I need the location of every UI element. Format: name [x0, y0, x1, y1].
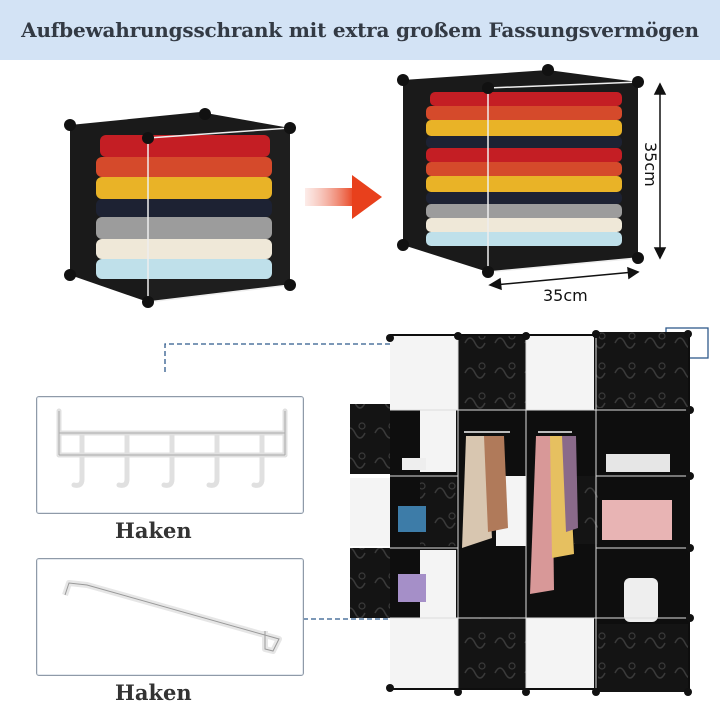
cube-comparison [64, 64, 667, 308]
hanging-rod-icon [62, 580, 282, 654]
folded-clothes-large [426, 92, 622, 246]
large-cube-image [397, 64, 667, 291]
banner-title: Aufbewahrungsschrank mit extra großem Fa… [21, 18, 699, 42]
wardrobe-image [350, 330, 694, 696]
hook-rack-caption: Haken [115, 518, 192, 543]
arrow-right-icon [305, 175, 382, 219]
width-dimension-label: 35cm [543, 286, 588, 305]
small-cube-image [64, 108, 296, 308]
hanging-rod-caption: Haken [115, 680, 192, 705]
hook-rack-card [36, 396, 304, 514]
hook-rack-icon [56, 408, 288, 488]
folded-clothes [96, 135, 272, 279]
height-dimension-label: 35cm [641, 142, 660, 187]
title-banner: Aufbewahrungsschrank mit extra großem Fa… [0, 0, 720, 62]
hanging-rod-card [36, 558, 304, 676]
